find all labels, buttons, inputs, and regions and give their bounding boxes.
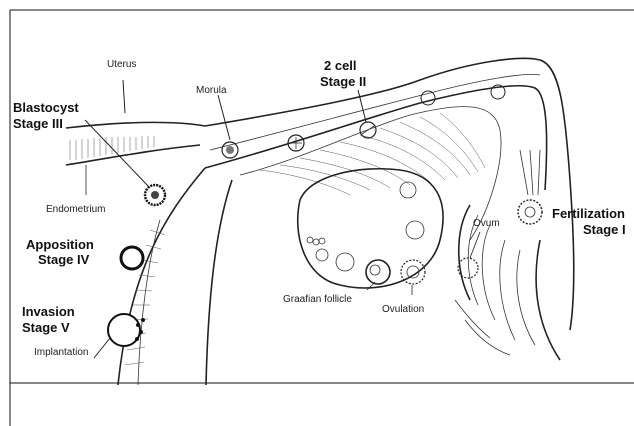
label-apposition-line2: Stage IV — [38, 252, 90, 267]
label-ovulation: Ovulation — [382, 304, 424, 315]
label-endometrium: Endometrium — [46, 204, 105, 215]
label-invasion-line2: Stage V — [22, 320, 70, 335]
label-2cell-line1: 2 cell — [324, 58, 357, 73]
label-fertilization-line2: Stage I — [583, 222, 626, 237]
label-morula: Morula — [196, 85, 227, 96]
broad-ligament — [240, 107, 501, 240]
implantation-cell — [108, 314, 145, 346]
label-blastocyst-line2: Stage III — [13, 116, 63, 131]
label-graafian: Graafian follicle — [283, 294, 352, 305]
label-apposition-line1: Apposition — [26, 237, 94, 252]
label-fertilization-line1: Fertilization — [552, 206, 625, 221]
label-invasion-line1: Invasion — [22, 304, 75, 319]
cell-morula — [222, 142, 238, 158]
blastocyst-cell — [145, 185, 165, 205]
ovulation-egg — [401, 260, 425, 284]
cell-four — [288, 135, 304, 151]
cell-two — [360, 122, 376, 138]
label-blastocyst-line1: Blastocyst — [13, 100, 79, 115]
uterine-wall — [66, 122, 232, 385]
fimbriae — [455, 205, 560, 360]
apposition-cell — [121, 247, 143, 269]
label-2cell-line2: Stage II — [320, 74, 366, 89]
label-ovum: Ovum — [473, 218, 500, 229]
label-uterus: Uterus — [107, 59, 136, 70]
label-implantation: Implantation — [34, 347, 88, 358]
fertilization-cell — [518, 150, 542, 224]
oviduct — [205, 58, 574, 330]
graafian-follicle — [366, 260, 390, 284]
